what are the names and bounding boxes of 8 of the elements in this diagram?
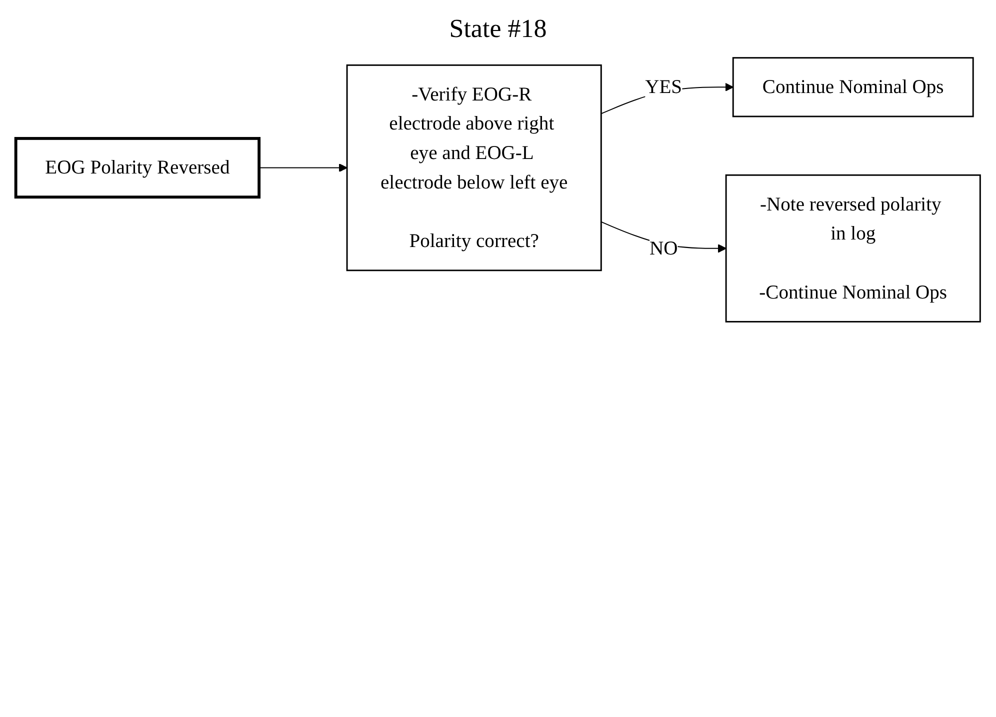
node-box: -Note reversed polarity in log -Continue Nominal Ops [725,174,981,322]
edge-label: YES [645,76,682,98]
edge-label: NO [649,238,678,260]
node-box: EOG Polarity Reversed [14,137,261,199]
arrow [258,163,348,172]
node-box: -Verify EOG-R electrode above right eye and EOG-L electrode below left eye Polarity correct? [346,64,602,272]
node-box: Continue Nominal Ops [732,57,974,118]
diagram-title: State #18 [448,14,548,44]
